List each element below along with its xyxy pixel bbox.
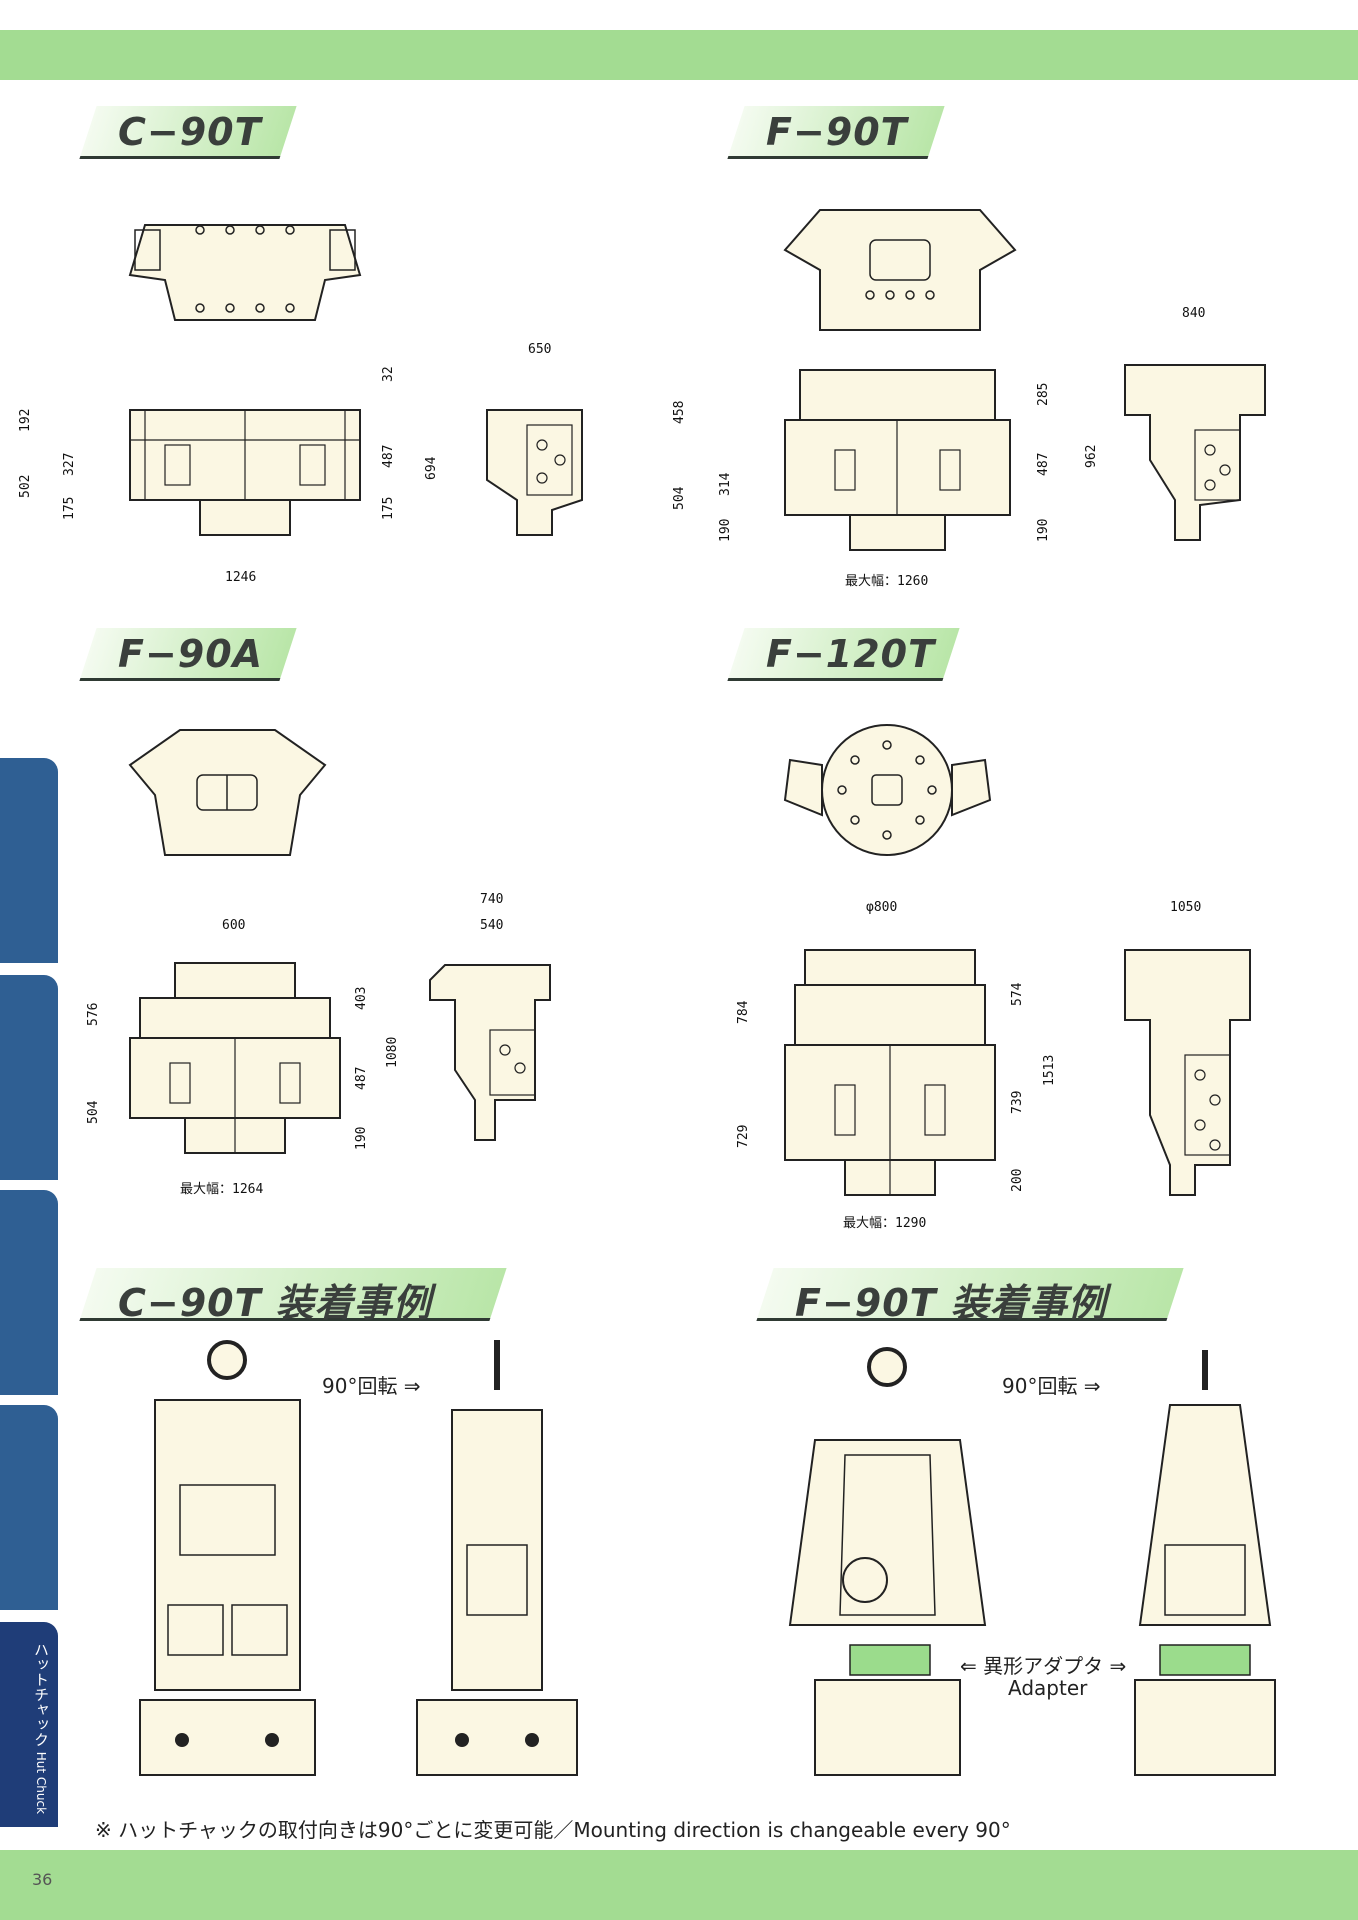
adapter-label-jp: ⇐ 異形アダプタ ⇒ bbox=[960, 1654, 1127, 1678]
dim-f90a-1080: 1080 bbox=[385, 1036, 400, 1068]
f90t-mount-front bbox=[775, 1345, 1000, 1785]
dim-c90t-32: 32 bbox=[381, 366, 396, 382]
c90t-mount-side bbox=[412, 1335, 582, 1785]
dim-f90t-285: 285 bbox=[1036, 382, 1051, 406]
footer-band bbox=[0, 1850, 1358, 1920]
title-c90t: C−90T bbox=[79, 106, 297, 159]
dim-f120t-784: 784 bbox=[736, 1000, 751, 1024]
dim-f90t-962: 962 bbox=[1084, 444, 1099, 468]
f120t-front-view bbox=[780, 945, 1000, 1200]
dim-f120t-574: 574 bbox=[1010, 982, 1025, 1006]
dim-f90a-600: 600 bbox=[222, 918, 246, 933]
dim-c90t-487: 487 bbox=[381, 444, 396, 468]
dim-f90a-504: 504 bbox=[86, 1100, 101, 1124]
side-tab-2[interactable] bbox=[0, 975, 58, 1180]
tab-label-jp: ハットチャック bbox=[32, 1642, 50, 1747]
side-tab-3[interactable] bbox=[0, 1190, 58, 1395]
dim-c90t-694: 694 bbox=[424, 456, 439, 480]
f120t-side-view bbox=[1115, 945, 1260, 1200]
title-c90t-mount: C−90T 装着事例 bbox=[79, 1268, 507, 1325]
side-tab-hut-chuck[interactable]: ハットチャック Hut Chuck bbox=[0, 1622, 58, 1827]
dim-f90t-504: 504 bbox=[672, 486, 687, 510]
f90t-front-view bbox=[780, 365, 1015, 555]
dim-f90a-190: 190 bbox=[354, 1126, 369, 1150]
dim-f90a-740: 740 bbox=[480, 892, 504, 907]
dim-f120t-1050: 1050 bbox=[1170, 900, 1202, 915]
dim-f90a-540: 540 bbox=[480, 918, 504, 933]
page-number: 36 bbox=[32, 1870, 53, 1889]
dim-f90t-190b: 190 bbox=[1036, 518, 1051, 542]
dim-f90t-840: 840 bbox=[1182, 306, 1206, 321]
dim-c90t-1246: 1246 bbox=[225, 570, 257, 585]
title-f90t-mount: F−90T 装着事例 bbox=[756, 1268, 1184, 1325]
header-band bbox=[0, 30, 1358, 80]
dim-c90t-175a: 175 bbox=[62, 496, 77, 520]
c90t-mount-front bbox=[130, 1335, 325, 1785]
rotate-note-right: 90°回転 ⇒ bbox=[1002, 1374, 1101, 1398]
dim-f120t-200: 200 bbox=[1010, 1168, 1025, 1192]
dim-f90a-403: 403 bbox=[354, 986, 369, 1010]
f90t-top-view bbox=[780, 180, 1020, 340]
dim-f90t-314: 314 bbox=[718, 472, 733, 496]
f90a-side-view bbox=[425, 960, 560, 1145]
f90t-side-view bbox=[1120, 360, 1270, 545]
f90a-front-view bbox=[125, 958, 345, 1158]
f120t-top-view bbox=[780, 705, 995, 875]
c90t-front-view bbox=[125, 400, 365, 540]
adapter-label-en: Adapter bbox=[1008, 1676, 1088, 1700]
dim-f120t-1513: 1513 bbox=[1042, 1054, 1057, 1086]
tab-label-en: Hut Chuck bbox=[34, 1751, 48, 1815]
c90t-side-view bbox=[482, 400, 592, 540]
f90t-mount-side bbox=[1120, 1345, 1290, 1785]
rotate-note-left: 90°回転 ⇒ bbox=[322, 1374, 421, 1398]
side-tab-1[interactable] bbox=[0, 758, 58, 963]
dim-c90t-175b: 175 bbox=[381, 496, 396, 520]
title-f90a: F−90A bbox=[79, 628, 297, 681]
dim-f120t-729: 729 bbox=[736, 1124, 751, 1148]
dim-f90a-487: 487 bbox=[354, 1066, 369, 1090]
dim-f90t-width: 最大幅：1260 bbox=[845, 574, 929, 589]
dim-f90t-458: 458 bbox=[672, 400, 687, 424]
dim-c90t-650: 650 bbox=[528, 342, 552, 357]
side-tab-4[interactable] bbox=[0, 1405, 58, 1610]
dim-f90t-487: 487 bbox=[1036, 452, 1051, 476]
title-f90t: F−90T bbox=[727, 106, 945, 159]
dim-f90a-576: 576 bbox=[86, 1002, 101, 1026]
footnote: ※ ハットチャックの取付向きは90°ごとに変更可能／Mounting direc… bbox=[95, 1818, 1011, 1842]
dim-f120t-800: φ800 bbox=[866, 900, 898, 915]
f90a-top-view bbox=[125, 720, 330, 860]
dim-c90t-327: 327 bbox=[62, 452, 77, 476]
dim-f120t-739: 739 bbox=[1010, 1090, 1025, 1114]
c90t-top-view bbox=[125, 200, 365, 325]
dim-c90t-192: 192 bbox=[18, 408, 33, 432]
dim-f90a-width: 最大幅：1264 bbox=[180, 1182, 264, 1197]
dim-f90t-190a: 190 bbox=[718, 518, 733, 542]
dim-f120t-width: 最大幅：1290 bbox=[843, 1216, 927, 1231]
dim-c90t-502: 502 bbox=[18, 474, 33, 498]
title-f120t: F−120T bbox=[727, 628, 960, 681]
